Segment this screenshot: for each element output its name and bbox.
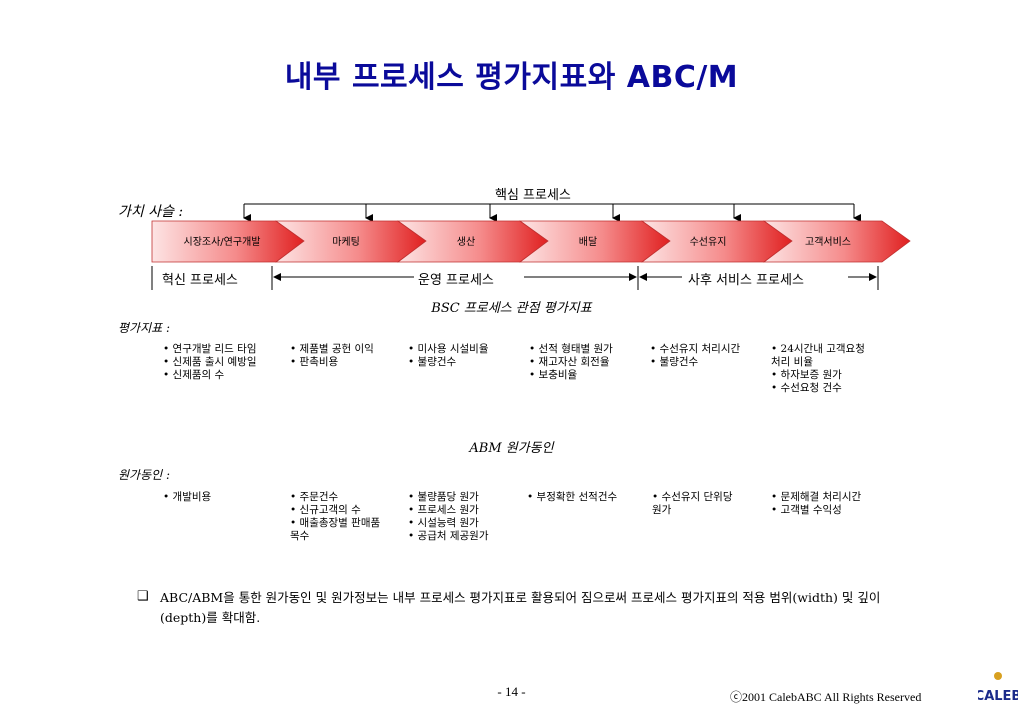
note-text: ABC/ABM을 통한 원가동인 및 원가정보는 내부 프로세스 평가지표로 활… [160,590,881,625]
bsc-col-0: • 연구개발 리드 타임 • 신제품 출시 예방일 • 신제품의 수 [163,343,257,381]
bsc-title: BSC 프로세스 관점 평가지표 [431,301,592,316]
copyright: ⓒ2001 CalebABC All Rights Reserved [730,690,922,704]
abm-col-0: • 개발비용 [163,491,212,503]
bsc-label: 평가지표 : [118,321,171,335]
step-label-4: 수선유지 [690,236,727,248]
step-label-5: 고객서비스 [805,236,851,248]
bsc-col-5: • 24시간내 고객요청 처리 비율 • 하자보증 원가 • 수선요청 건수 [771,343,865,394]
abm-col-1: • 주문건수 • 신규고객의 수 • 매출총장별 판매품 목수 [290,491,381,542]
span-innovation: 혁신 프로세스 [162,273,238,288]
abm-col-3: • 부정확한 선적건수 [527,491,618,503]
logo-text: CALEB [978,689,1018,704]
bsc-col-2: • 미사용 시설비율 • 불량건수 [408,343,489,368]
span-after-service: 사후 서비스 프로세스 [688,273,804,288]
caleb-logo: CALEB [978,670,1018,706]
abm-col-2: • 불량품당 원가 • 프로세스 원가 • 시설능력 원가 • 공급처 제공원가 [408,491,489,542]
abm-label: 원가동인 : [118,468,171,482]
step-label-1: 마케팅 [332,236,360,248]
process-chevrons [151,220,911,263]
chevron-customer-service [762,220,911,263]
page-title: 내부 프로세스 평가지표와 ABC/M [284,60,739,95]
step-label-0: 시장조사/연구개발 [184,236,261,248]
abm-col-5: • 문제해결 처리시간 • 고객별 수익성 [771,491,862,516]
note-bullet-icon: ❑ [137,589,149,604]
page-number: - 14 - [497,684,526,699]
bsc-col-1: • 제품별 공헌 이익 • 판촉비용 [290,343,374,368]
step-label-3: 배달 [579,236,597,248]
value-chain-label: 가치 사슬 : [118,204,184,220]
abm-title: ABM 원가동인 [469,441,554,456]
bsc-col-3: • 선적 형태별 원가 • 재고자산 회전율 • 보충비율 [529,343,613,381]
step-label-2: 생산 [457,236,475,248]
core-process-label: 핵심 프로세스 [495,188,571,203]
span-operation: 운영 프로세스 [418,273,494,288]
abm-col-4: • 수선유지 단위당 원가 [652,491,733,516]
value-chain-diagram: 시장조사/연구개발 마케팅 생산 배달 수선유지 고객서비스 [151,203,911,290]
bsc-col-4: • 수선유지 처리시간 • 불량건수 [650,343,741,368]
